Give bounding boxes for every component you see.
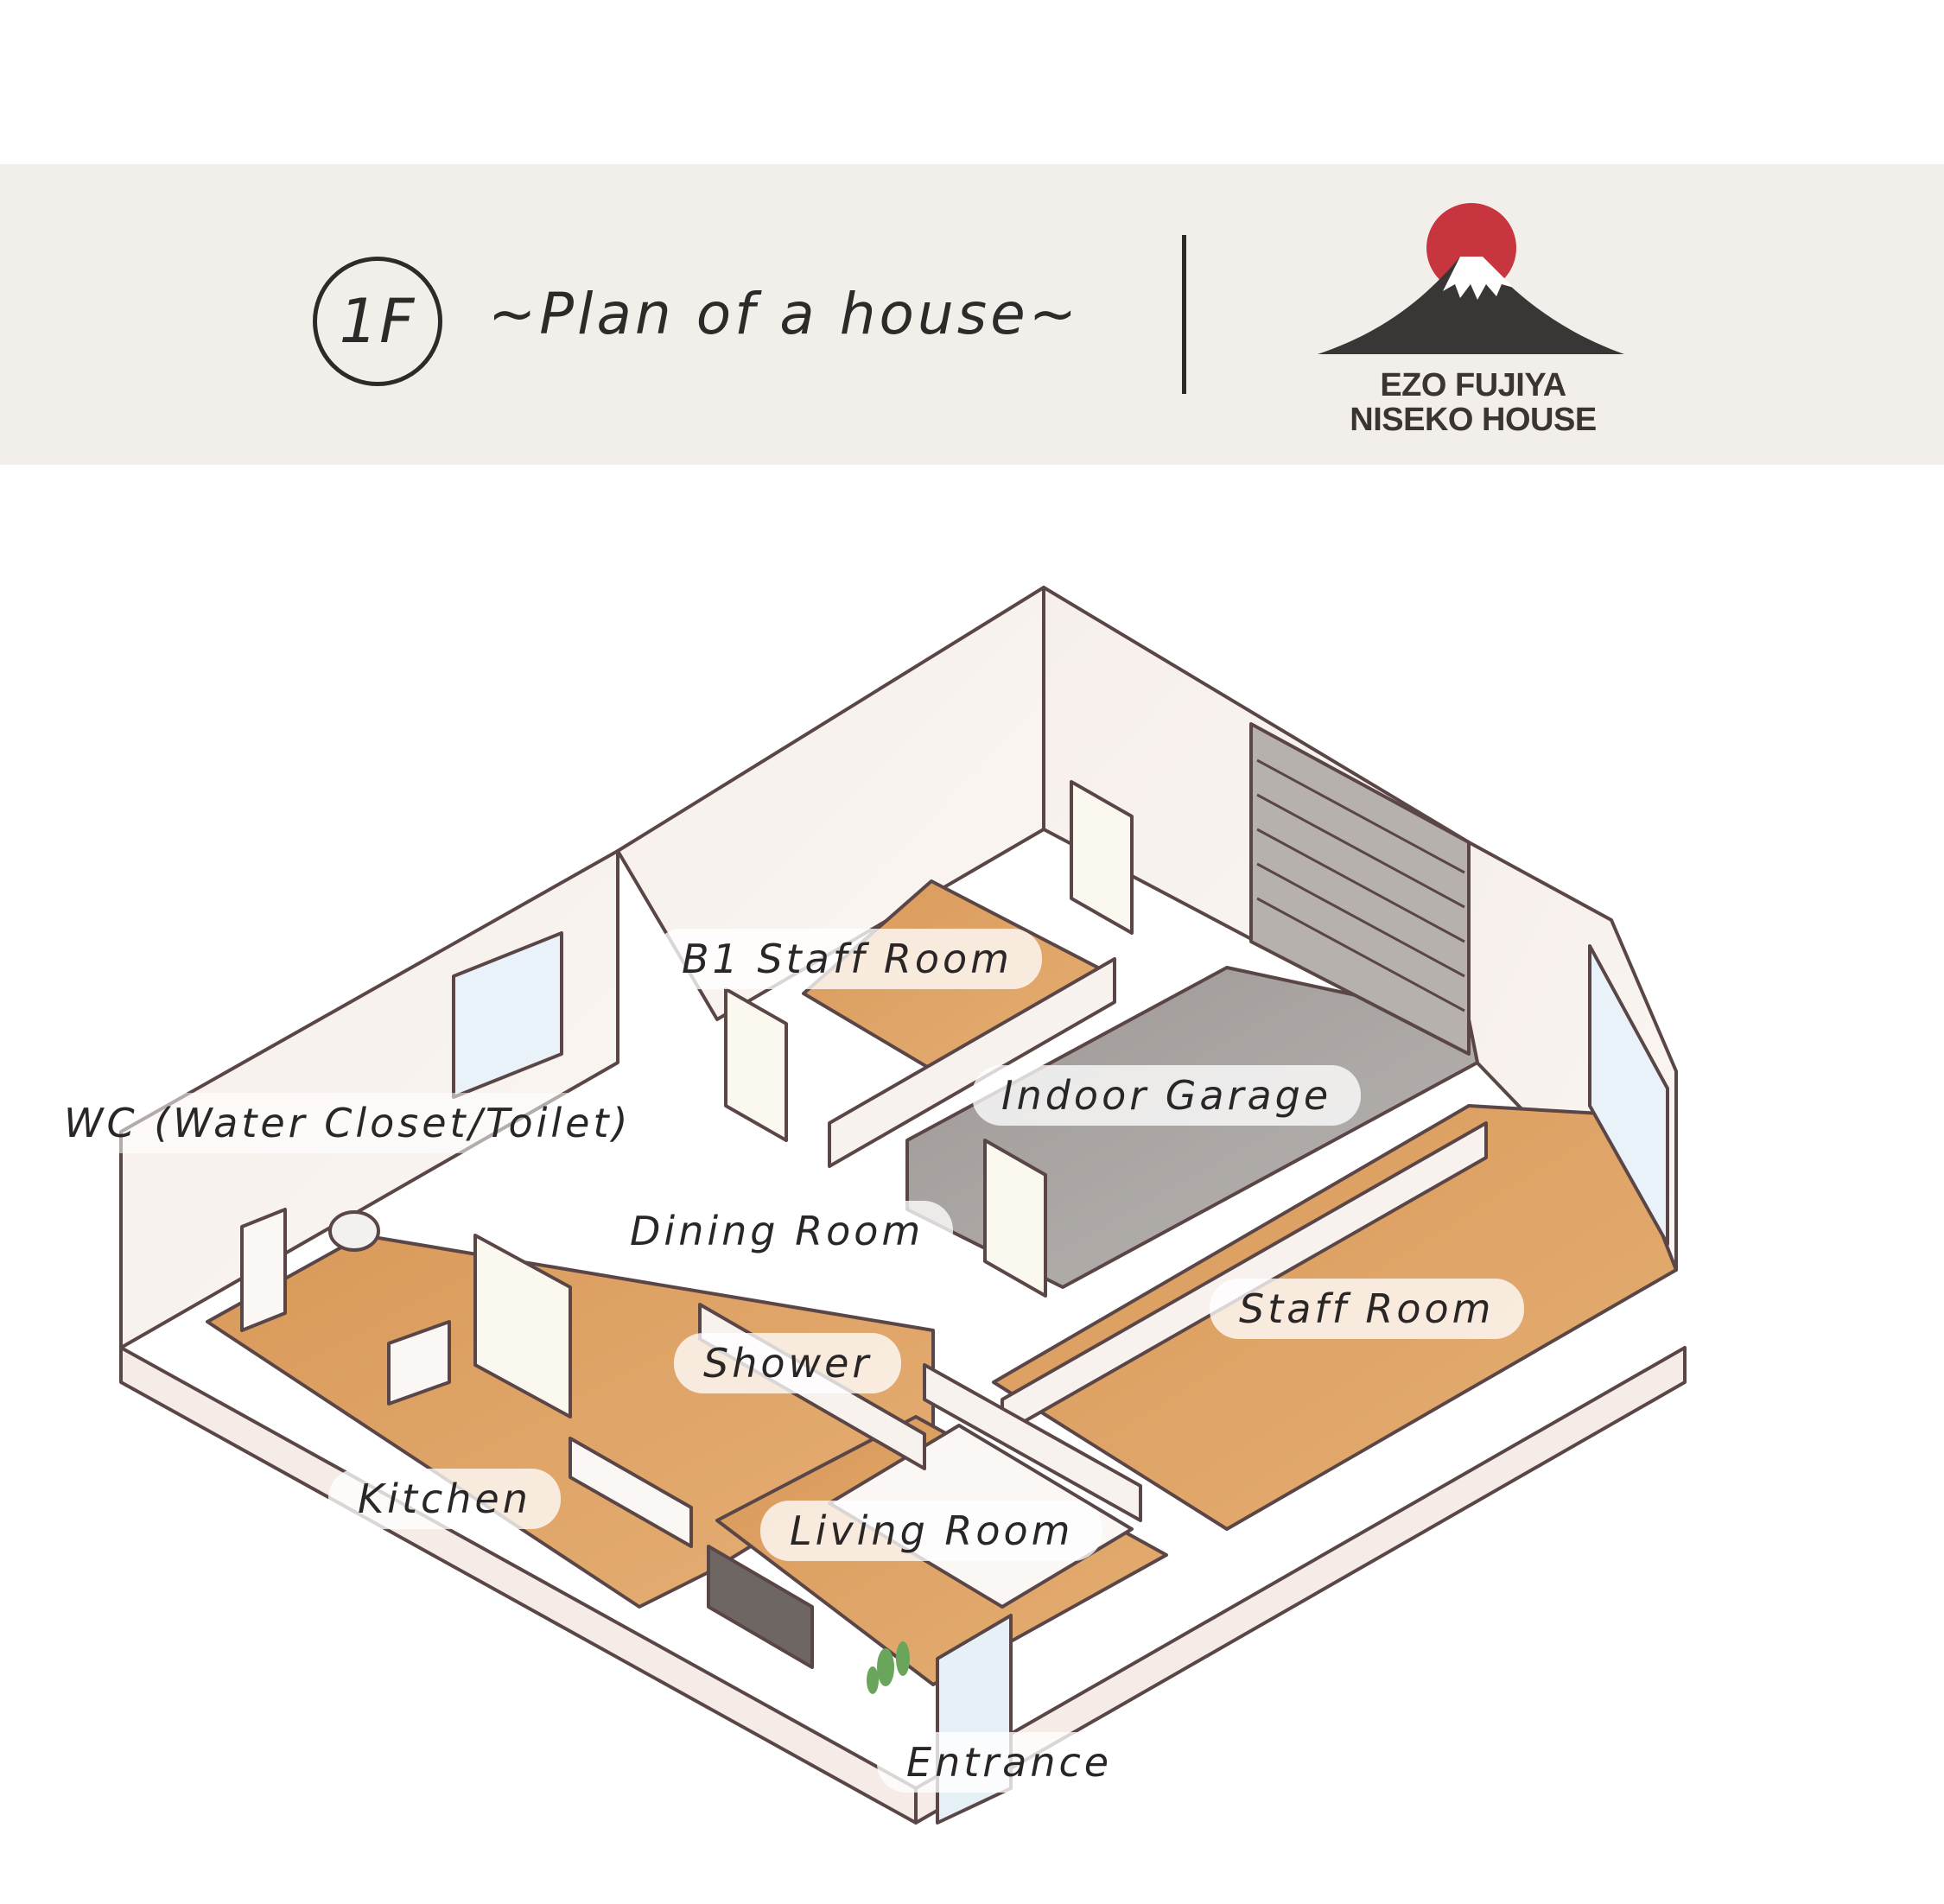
header-divider	[1182, 235, 1186, 394]
floor-plan-illustration: B1 Staff Room Indoor Garage WC (Water Cl…	[0, 518, 1944, 1901]
room-label-entrance: Entrance	[877, 1732, 1142, 1793]
floor-badge: 1F	[313, 257, 442, 386]
logo-name-line1: EZO FUJIYA	[1380, 367, 1566, 403]
room-label-wc: WC (Water Closet/Toilet)	[35, 1093, 661, 1153]
floor-badge-text: 1F	[339, 286, 416, 357]
room-label-staff-room: Staff Room	[1210, 1279, 1524, 1339]
room-label-b1-staff-room: B1 Staff Room	[652, 929, 1042, 989]
room-label-shower: Shower	[674, 1333, 902, 1393]
room-label-kitchen: Kitchen	[328, 1469, 561, 1529]
room-label-living-room: Living Room	[760, 1501, 1103, 1561]
brand-logo: EZO FUJIYA NISEKO HOUSE	[1313, 194, 1633, 445]
room-label-indoor-garage: Indoor Garage	[972, 1065, 1362, 1126]
isometric-house-drawing	[119, 586, 1687, 1825]
room-label-dining-room: Dining Room	[600, 1201, 954, 1261]
logo-name-line2: NISEKO HOUSE	[1350, 402, 1597, 438]
plan-title: ~Plan of a house~	[488, 281, 1081, 347]
mount-fuji-sun-icon	[1318, 203, 1624, 354]
